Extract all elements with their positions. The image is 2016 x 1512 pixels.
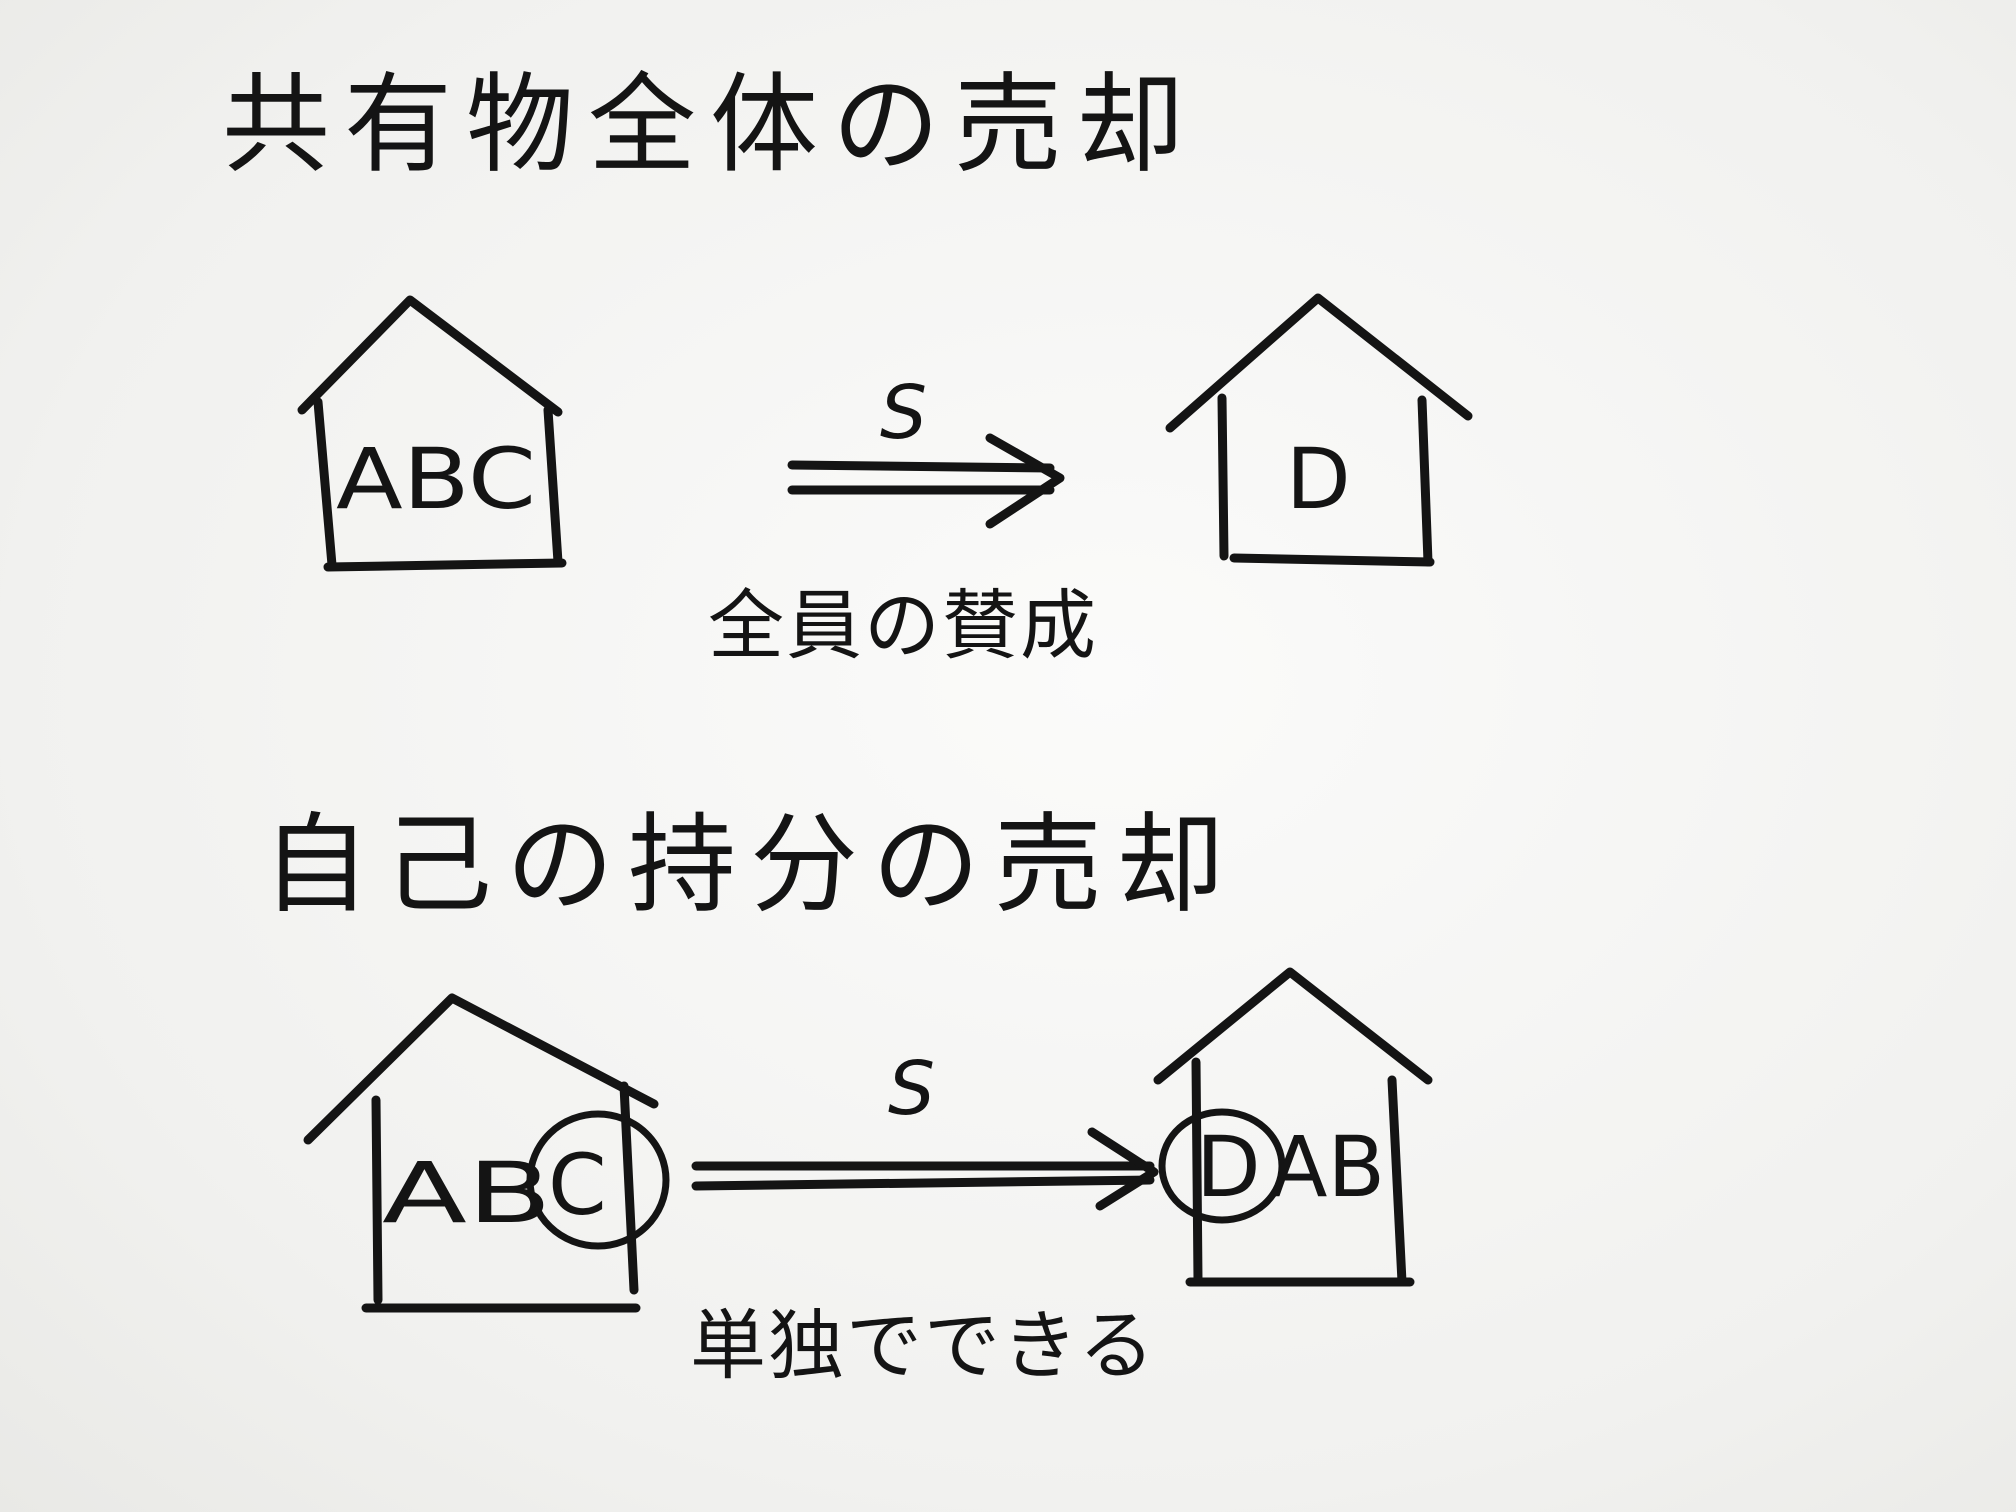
house-left-wall [1191,1057,1203,1285]
section-2-circled-owner: C [548,1136,607,1234]
section-2-transfer-arrow-icon [691,1127,1159,1211]
house-left-wall [1217,393,1229,561]
section-1-heading: 共有物全体の売却 [222,63,1198,188]
house-left-wall [313,397,337,570]
arrow-lower-line [691,1175,1155,1191]
section-2-heading: 自己の持分の売却 [262,803,1238,928]
house-floor [1229,553,1435,567]
section-1-right-house-label: D [1286,430,1351,528]
house-left-wall [371,1095,383,1305]
house-right-wall [543,405,563,567]
section-1-seller-label: S [880,370,927,456]
house-floor [323,558,567,572]
section-2-new-owner-label: D [1196,1118,1261,1216]
section-1-right-house-icon [1165,293,1473,567]
arrow-upper-line [787,460,1055,473]
house-roof [303,993,659,1145]
section-1-transfer-arrow-icon [787,433,1065,529]
section-2-seller-label: S [888,1046,935,1132]
house-right-wall [1387,1075,1407,1287]
house-roof [1165,293,1473,433]
section-2-other-owners-label: AB [1270,1118,1385,1216]
section-2-left-house-label: AB [382,1144,552,1242]
circled-share-marker [526,1110,670,1250]
house-roof [1153,967,1433,1085]
section-1-condition: 全員の賛成 [708,581,1098,670]
section-2-right-house-icon [1153,967,1433,1287]
arrow-head [1087,1127,1159,1211]
section-2-condition: 単独でできる [690,1301,1156,1390]
circled-new-owner-marker [1158,1108,1286,1224]
house-right-wall [1417,395,1433,567]
section-1-left-house-label: ABC [336,430,536,528]
arrow-head [985,433,1065,529]
section-1-left-house-icon [297,295,567,572]
house-roof [297,295,563,417]
